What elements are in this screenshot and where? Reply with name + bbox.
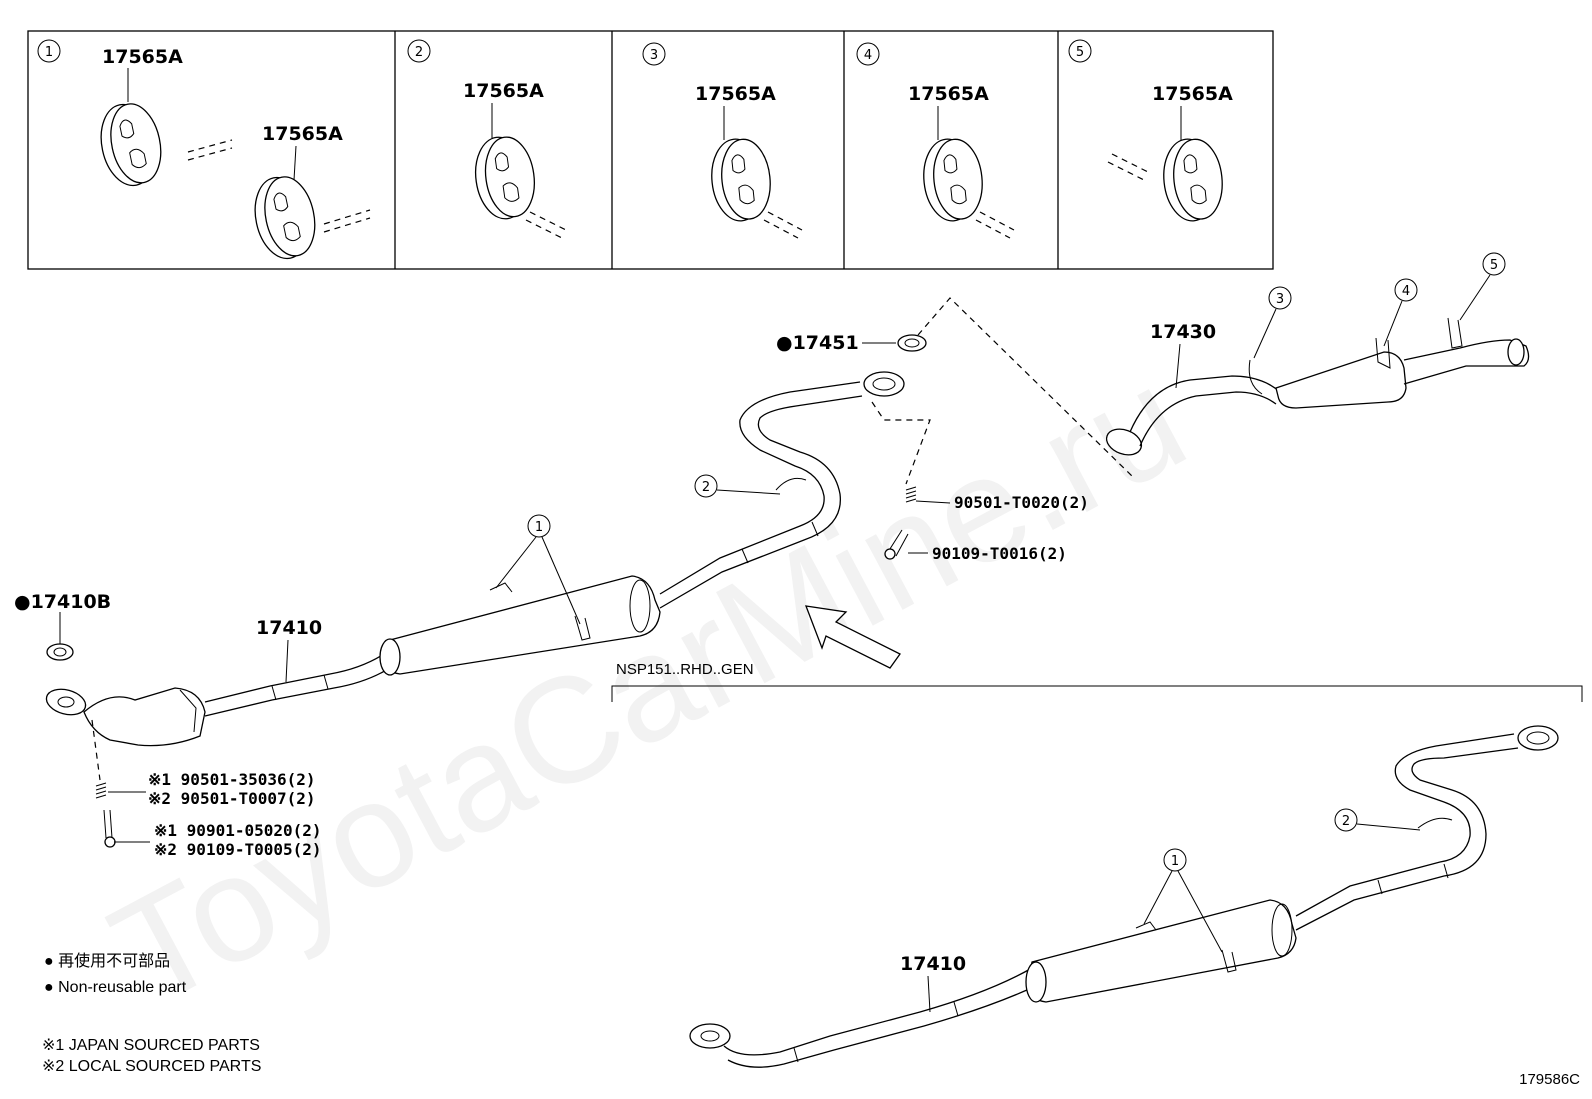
label-bolt-right: 90109-T0016(2) [932, 544, 1067, 563]
variant-label: NSP151..RHD..GEN [616, 661, 754, 678]
label-17410-variant: 17410 [900, 953, 966, 975]
svg-text:5: 5 [1490, 258, 1498, 273]
legend-non-reusable-en: ● Non-reusable part [44, 979, 187, 996]
variant-section: NSP151..RHD..GEN 1 2 17410 [611, 661, 1583, 1068]
svg-text:4: 4 [1402, 284, 1410, 299]
callout-tail-5: 5 [1459, 252, 1506, 321]
label-spring-left-1: ※1 90501-35036(2) [148, 770, 316, 789]
inset-panel-5: 5 17565A [1068, 39, 1233, 222]
gasket-17451 [897, 334, 927, 352]
drawing-code: 179586C [1519, 1071, 1580, 1088]
label-17410b: ●17410B [14, 591, 111, 613]
svg-text:2: 2 [702, 480, 710, 495]
label-bolt-left-2: ※2 90109-T0005(2) [154, 840, 322, 859]
callout-tail-4: 4 [1383, 278, 1418, 347]
spring-bolt-right [884, 486, 917, 560]
panel-5-index: 5 [1076, 45, 1084, 60]
spring-bolt-left [95, 782, 116, 848]
panel-2-label: 17565A [463, 80, 544, 102]
panel-3-label: 17565A [695, 83, 776, 105]
panel-4-index: 4 [864, 48, 872, 63]
panel-3-index: 3 [650, 48, 658, 63]
svg-text:3: 3 [1276, 292, 1284, 307]
panel-4-label: 17565A [908, 83, 989, 105]
panel-5-label: 17565A [1152, 83, 1233, 105]
front-direction-arrow [804, 605, 901, 669]
callout-tail-3: 3 [1253, 286, 1292, 359]
inset-panel-3: 3 17565A [642, 42, 803, 239]
svg-text:2: 2 [1342, 814, 1350, 829]
svg-text:1: 1 [535, 520, 543, 535]
gasket-17410b [46, 643, 74, 661]
svg-text:1: 1 [1171, 854, 1179, 869]
legend-japan-sourced: ※1 JAPAN SOURCED PARTS [42, 1037, 260, 1054]
legend-local-sourced: ※2 LOCAL SOURCED PARTS [42, 1058, 261, 1075]
panel-1-label-a: 17565A [102, 46, 183, 68]
label-17410-main: 17410 [256, 617, 322, 639]
callout-main-1: 1 [495, 514, 581, 625]
label-17430: 17430 [1150, 321, 1216, 343]
callout-main-2: 2 [694, 474, 781, 498]
panel-1-label-b: 17565A [262, 123, 343, 145]
label-17451: ●17451 [776, 332, 859, 354]
panel-1-index: 1 [45, 45, 53, 60]
front-pipe-assembly [45, 371, 905, 747]
callout-bottom-1: 1 [1143, 848, 1223, 953]
tail-pipe-assembly [1105, 317, 1530, 456]
label-spring-right: 90501-T0020(2) [954, 493, 1089, 512]
inset-panel-4: 4 17565A [856, 42, 1015, 239]
callout-bottom-2: 2 [1334, 808, 1421, 832]
panel-2-index: 2 [415, 45, 423, 60]
label-bolt-left-1: ※1 90901-05020(2) [154, 821, 322, 840]
legend: ● 再使用不可部品 ● Non-reusable part ※1 JAPAN S… [42, 952, 261, 1075]
inset-panel-2: 2 17565A [407, 39, 567, 239]
inset-panels: 1 17565A 17565A 2 17565A [27, 30, 1274, 270]
label-spring-left-2: ※2 90501-T0007(2) [148, 789, 316, 808]
legend-non-reusable-jp: ● 再使用不可部品 [44, 952, 170, 970]
inset-panel-1: 1 17565A 17565A [37, 39, 371, 260]
